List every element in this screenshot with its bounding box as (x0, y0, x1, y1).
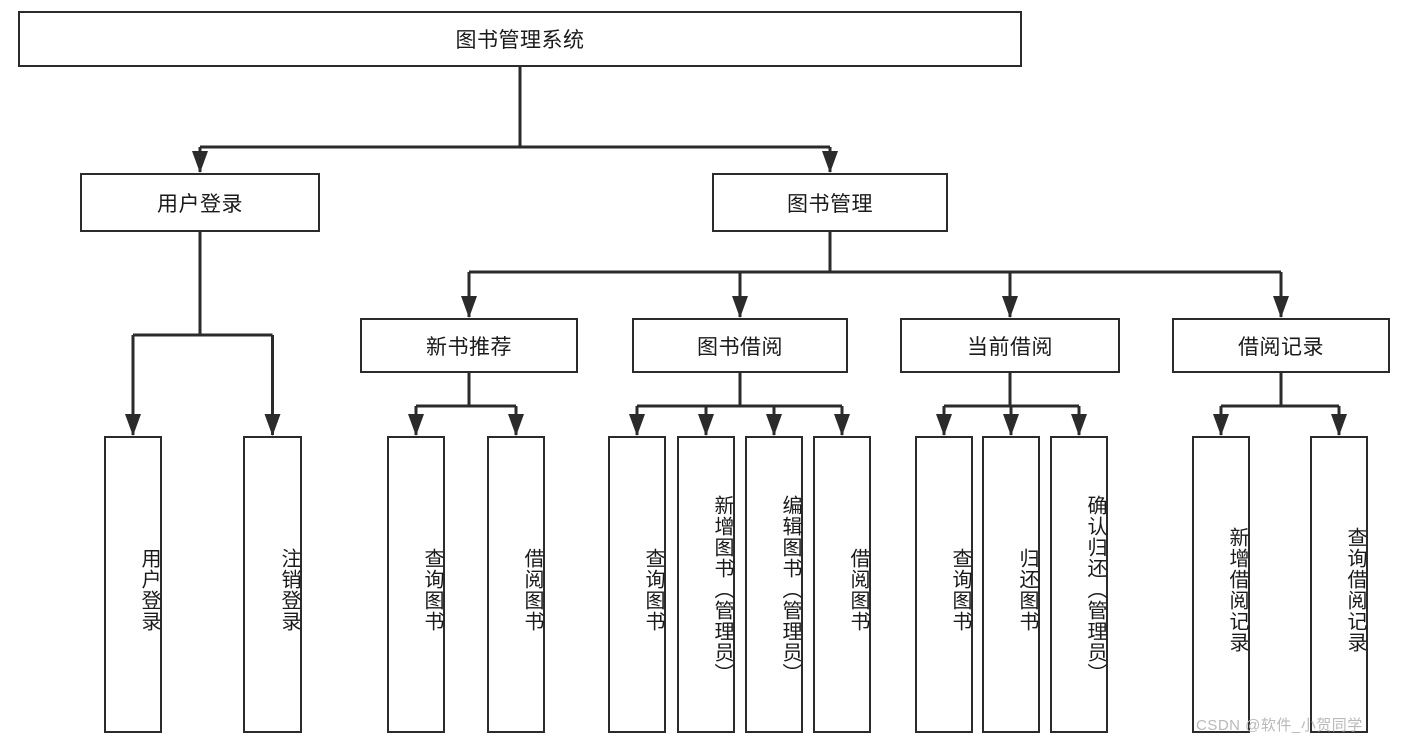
node-label: 归还图书 (1016, 547, 1038, 632)
node-label: 确认归还（管理员） (1084, 495, 1106, 684)
node-user-login[interactable]: 用户登录 (80, 173, 320, 232)
node-book-borrow[interactable]: 图书借阅 (632, 318, 848, 373)
node-label: 编辑图书（管理员） (779, 495, 801, 684)
arrowhead-icon (1273, 296, 1289, 318)
arrowhead-icon (732, 296, 748, 318)
node-label: 查询图书 (421, 547, 443, 632)
node-label: 新增图书（管理员） (711, 495, 733, 684)
node-label: 图书管理 (787, 192, 873, 216)
node-book-manage[interactable]: 图书管理 (712, 173, 948, 232)
node-leaf-bb-add[interactable]: 新增图书（管理员） (677, 436, 735, 733)
node-label: 图书借阅 (697, 335, 783, 359)
node-label: 查询图书 (642, 547, 664, 632)
node-label: 新增借阅记录 (1226, 526, 1248, 653)
node-new-book-rec[interactable]: 新书推荐 (360, 318, 578, 373)
node-leaf-br-query[interactable]: 查询借阅记录 (1310, 436, 1368, 733)
arrowhead-icon (834, 414, 850, 436)
arrowhead-icon (822, 151, 838, 173)
node-label: 查询图书 (949, 547, 971, 632)
node-leaf-user-login[interactable]: 用户登录 (104, 436, 162, 733)
node-label: 图书管理系统 (455, 29, 585, 52)
arrowhead-icon (629, 414, 645, 436)
node-leaf-cb-query[interactable]: 查询图书 (915, 436, 973, 733)
arrowhead-icon (1331, 414, 1347, 436)
node-leaf-nb-query[interactable]: 查询图书 (387, 436, 445, 733)
arrowhead-icon (508, 414, 524, 436)
node-leaf-bb-query[interactable]: 查询图书 (608, 436, 666, 733)
arrowhead-icon (461, 296, 477, 318)
node-leaf-logout[interactable]: 注销登录 (243, 436, 302, 733)
arrowhead-icon (125, 414, 141, 436)
arrowhead-icon (1003, 414, 1019, 436)
arrowhead-icon (264, 414, 281, 436)
csdn-watermark: CSDN @软件_小贺同学 (1196, 717, 1363, 734)
node-leaf-bb-borrow[interactable]: 借阅图书 (813, 436, 871, 733)
node-current-borrow[interactable]: 当前借阅 (900, 318, 1120, 373)
node-leaf-cb-confirm[interactable]: 确认归还（管理员） (1050, 436, 1108, 733)
arrowhead-icon (698, 414, 714, 436)
node-root[interactable]: 图书管理系统 (18, 11, 1022, 67)
node-label: 当前借阅 (967, 335, 1053, 359)
arrowhead-icon (1213, 414, 1229, 436)
arrowhead-icon (192, 151, 208, 173)
node-leaf-cb-return[interactable]: 归还图书 (982, 436, 1040, 733)
node-label: 注销登录 (278, 547, 300, 632)
node-leaf-br-add[interactable]: 新增借阅记录 (1192, 436, 1250, 733)
node-label: 借阅图书 (521, 547, 543, 632)
arrowhead-icon (936, 414, 952, 436)
node-label: 用户登录 (157, 192, 243, 216)
arrowhead-icon (1002, 296, 1018, 318)
node-leaf-bb-edit[interactable]: 编辑图书（管理员） (745, 436, 803, 733)
arrowhead-icon (408, 414, 424, 436)
node-label: 新书推荐 (426, 335, 512, 359)
arrowhead-icon (766, 414, 782, 436)
node-label: 借阅记录 (1238, 335, 1324, 359)
node-borrow-record[interactable]: 借阅记录 (1172, 318, 1390, 373)
node-leaf-nb-borrow[interactable]: 借阅图书 (487, 436, 545, 733)
node-label: 查询借阅记录 (1344, 526, 1366, 653)
node-label: 借阅图书 (847, 547, 869, 632)
node-label: 用户登录 (138, 547, 160, 632)
arrowhead-icon (1071, 414, 1087, 436)
